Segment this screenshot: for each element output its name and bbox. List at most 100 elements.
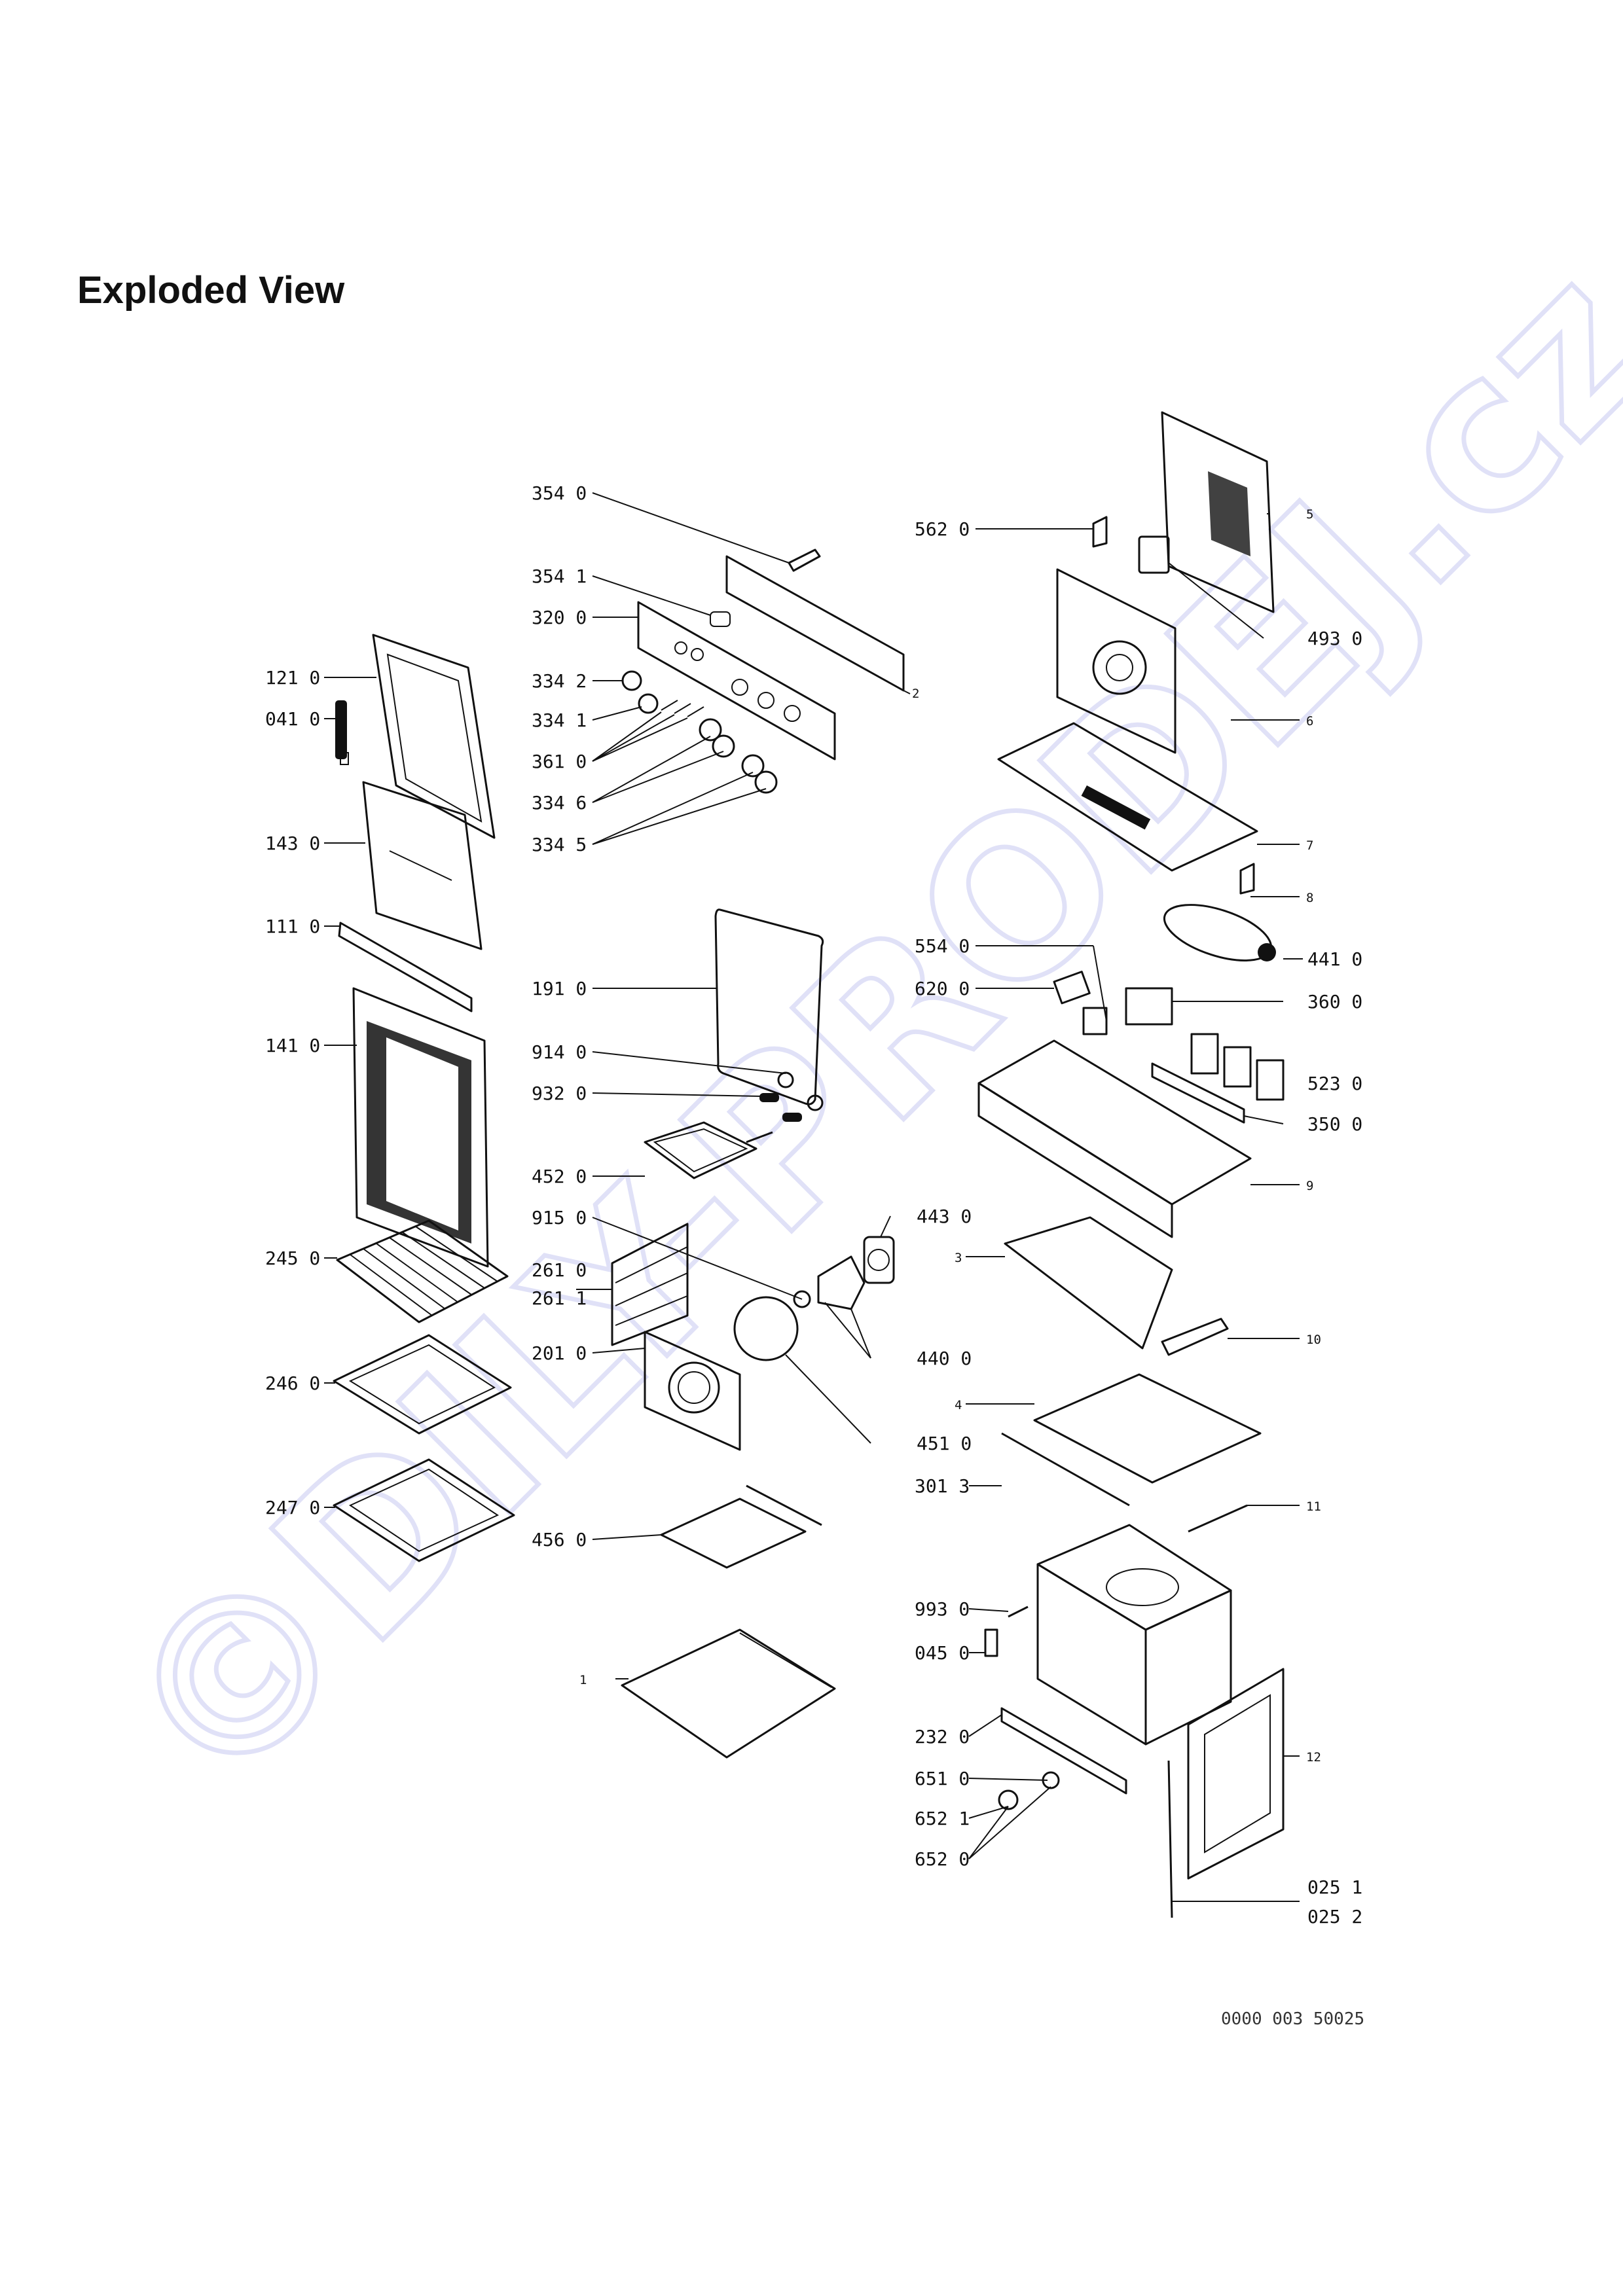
label-456-0: 456 0 [532,1529,587,1551]
part-451-fan-element [733,1296,799,1361]
callout-12: 12 [1306,1750,1321,1765]
callout-5: 5 [1306,507,1313,522]
part-452-grill-element [644,1121,773,1179]
part-12-front-frame [1187,1668,1285,1880]
label-493-0: 493 0 [1307,628,1362,649]
label-361-0: 361 0 [532,751,587,772]
label-201-0: 201 0 [532,1342,587,1364]
callout-7: 7 [1306,838,1313,853]
label-121-0: 121 0 [265,667,320,689]
label-915-0: 915 0 [532,1207,587,1229]
label-562-0: 562 0 [915,518,970,540]
part-651-652-lamp [998,1771,1060,1810]
part-360-523-350-electrics [1125,987,1285,1124]
label-354-1: 354 1 [532,565,587,587]
label-651-0: 651 0 [915,1768,970,1789]
label-443-0: 443 0 [917,1206,972,1227]
label-554-0: 554 0 [915,935,970,957]
part-4-base-tray [1033,1373,1262,1484]
part-334-knobs [621,670,778,794]
label-246-0: 246 0 [265,1372,320,1394]
part-labels: 354 0 354 1 320 0 334 2 334 1 361 0 334 … [265,482,1362,1928]
label-247-0: 247 0 [265,1497,320,1518]
part-245-wire-shelf [336,1219,509,1323]
label-025-2: 025 2 [1307,1906,1362,1928]
label-191-0: 191 0 [532,978,587,999]
part-041-hinge [335,700,349,765]
callout-9: 9 [1306,1179,1313,1193]
part-oven-cavity [1036,1524,1232,1746]
label-334-2: 334 2 [532,670,587,692]
callout-11: 11 [1306,1499,1321,1514]
label-451-0: 451 0 [917,1433,972,1454]
callout-6: 6 [1306,714,1313,728]
part-121-door-inner-frame [372,634,496,839]
label-350-0: 350 0 [1307,1113,1362,1135]
part-control-pcb [725,555,905,692]
part-247-deep-tray [333,1458,515,1562]
label-360-0: 360 0 [1307,991,1362,1013]
page-title: Exploded View [77,269,345,312]
leader-lines [324,492,1303,1902]
part-7-top-cover [997,722,1258,872]
callout-10: 10 [1306,1333,1321,1347]
label-232-0: 232 0 [915,1726,970,1748]
part-246-shallow-tray [333,1334,512,1435]
part-493-thermostat [1138,535,1170,574]
part-320-control-panel [637,601,836,761]
label-993-0: 993 0 [915,1598,970,1620]
part-11-rod [1188,1504,1248,1533]
label-523-0: 523 0 [1307,1073,1362,1094]
label-261-0: 261 0 [532,1259,587,1281]
label-334-6: 334 6 [532,792,587,814]
label-452-0: 452 0 [532,1166,587,1187]
label-245-0: 245 0 [265,1247,320,1269]
label-914-0: 914 0 [532,1041,587,1063]
part-141-outer-door-glass [352,987,489,1268]
label-334-5: 334 5 [532,834,587,855]
part-201-fan-cover [644,1331,741,1451]
label-041-0: 041 0 [265,708,320,730]
part-191-door-seal [714,908,824,1105]
label-440-0: 440 0 [917,1348,972,1369]
part-8-bracket [1239,863,1255,895]
part-443-440-fan [793,1236,895,1310]
part-232-strip [1000,1707,1127,1795]
label-932-0: 932 0 [532,1083,587,1104]
label-141-0: 141 0 [265,1035,320,1056]
part-354-switch-shaft [710,548,821,627]
callout-8: 8 [1306,891,1313,905]
label-354-0: 354 0 [532,482,587,504]
label-045-0: 045 0 [915,1642,970,1664]
part-6-back-wall [1056,568,1176,754]
part-3-side-panel [1004,1216,1173,1350]
label-111-0: 111 0 [265,916,320,937]
part-261-shelf-runners [611,1223,689,1346]
label-301-3: 301 3 [915,1475,970,1497]
label-320-0: 320 0 [532,607,587,628]
part-5-rear-panel [1161,411,1275,613]
label-143-0: 143 0 [265,833,320,854]
part-9-control-housing [977,1039,1252,1238]
label-025-1: 025 1 [1307,1876,1362,1898]
callout-1: 1 [579,1673,587,1687]
label-652-0: 652 0 [915,1848,970,1870]
label-261-1: 261 1 [532,1287,587,1309]
label-441-0: 441 0 [1307,948,1362,970]
part-993-045-screw-clip [984,1605,1029,1657]
callout-3: 3 [955,1251,962,1265]
part-301-rail [1001,1432,1130,1507]
part-361-indicator-pins [661,700,704,717]
part-1-bottom-plate [621,1628,836,1759]
part-10-strip [1161,1318,1229,1356]
label-652-1: 652 1 [915,1808,970,1829]
part-143-inner-glass [362,781,483,950]
document-code: 0000 003 50025 [1221,2009,1364,2029]
label-620-0: 620 0 [915,978,970,999]
part-111-door-strip [338,922,473,1013]
part-456-bottom-element [660,1484,822,1569]
part-562-clip [1092,516,1108,548]
part-441-tangential-fan [1163,904,1276,961]
part-025-side-rail [1167,1760,1173,1918]
